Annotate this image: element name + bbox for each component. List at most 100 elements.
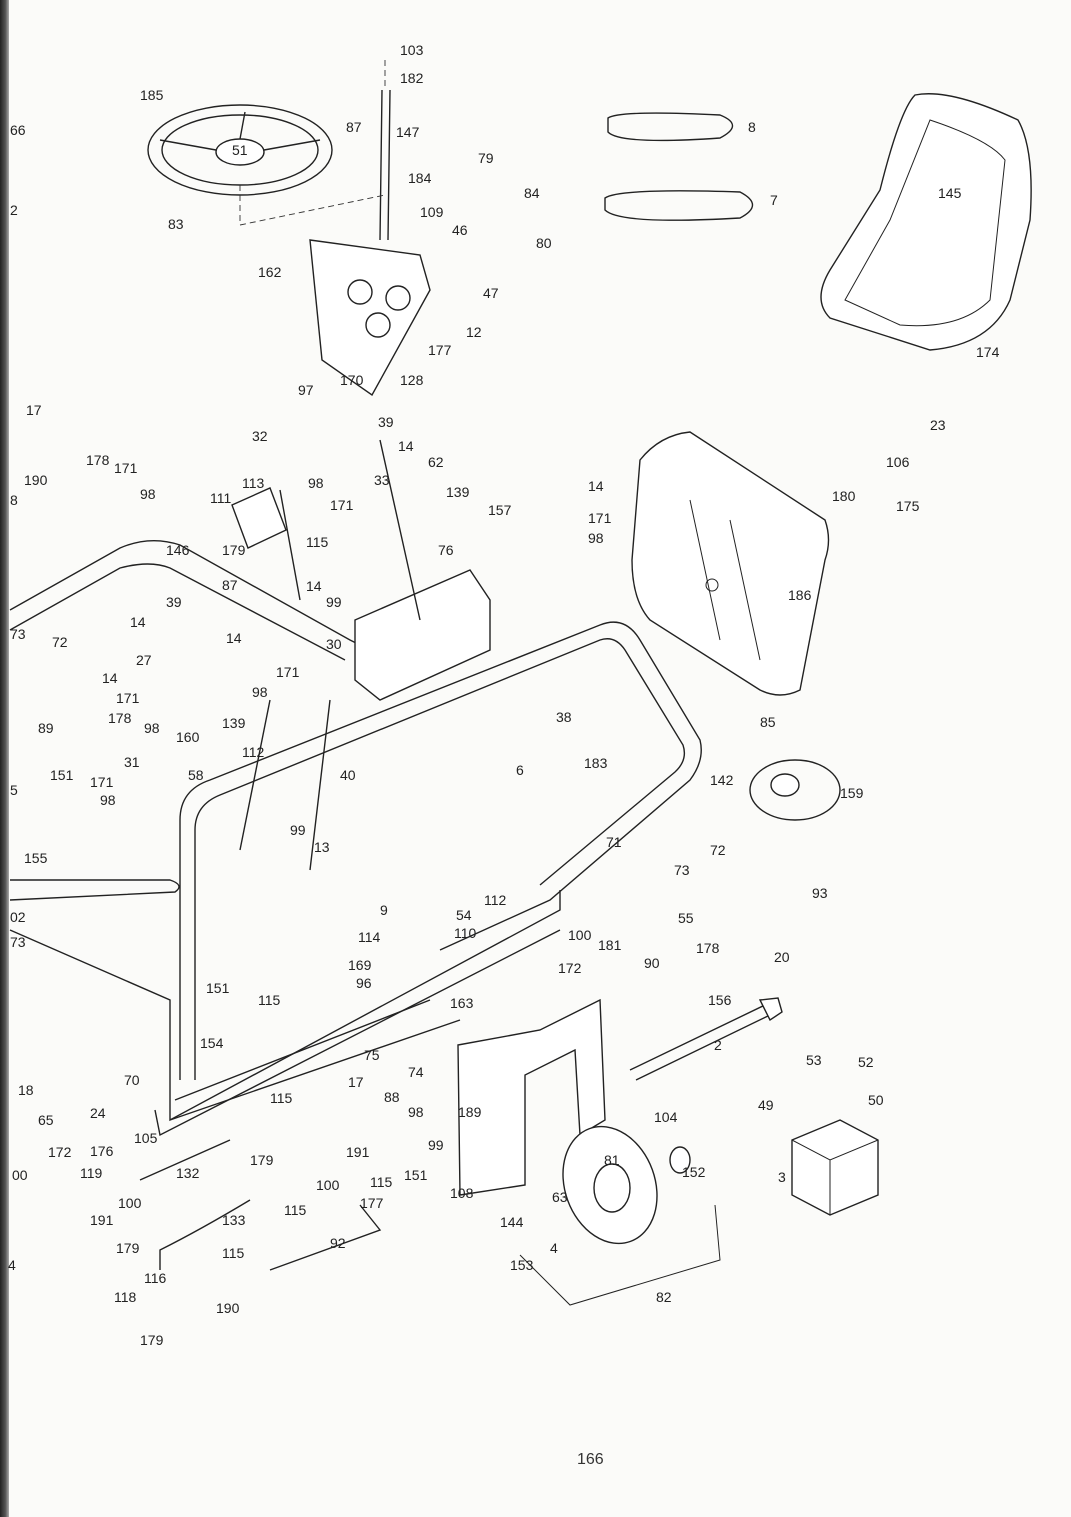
part-label-151: 151 [50, 767, 74, 783]
part-label-175: 175 [896, 498, 920, 514]
part-label-171: 171 [330, 497, 354, 513]
part-label-179: 179 [116, 1240, 140, 1256]
part-label-99: 99 [326, 594, 342, 610]
part-label-171: 171 [114, 460, 138, 476]
part-label-14: 14 [130, 614, 146, 630]
part-label-3: 3 [778, 1169, 786, 1185]
dash-panel [309, 239, 431, 397]
part-label-177: 177 [360, 1195, 384, 1211]
part-label-179: 179 [140, 1332, 164, 1348]
part-label-5: 5 [10, 782, 18, 798]
part-label-179: 179 [222, 542, 246, 558]
part-label-146: 146 [166, 542, 190, 558]
part-label-9: 9 [380, 902, 388, 918]
page-number: 166 [577, 1451, 604, 1468]
part-label-4: 4 [8, 1257, 16, 1273]
part-label-17: 17 [348, 1074, 364, 1090]
part-label-33: 33 [374, 472, 390, 488]
part-label-151: 151 [404, 1167, 428, 1183]
part-label-172: 172 [558, 960, 582, 976]
part-label-145: 145 [938, 185, 962, 201]
part-label-79: 79 [478, 150, 494, 166]
part-label-54: 54 [456, 907, 472, 923]
battery [791, 1119, 879, 1216]
part-label-169: 169 [348, 957, 372, 973]
part-label-73: 73 [10, 626, 26, 642]
part-label-49: 49 [758, 1097, 774, 1113]
part-label-157: 157 [488, 502, 512, 518]
part-label-82: 82 [656, 1289, 672, 1305]
part-label-111: 111 [210, 490, 231, 506]
part-label-51: 51 [232, 142, 248, 158]
part-label-58: 58 [188, 767, 204, 783]
part-label-88: 88 [384, 1089, 400, 1105]
part-label-154: 154 [200, 1035, 224, 1051]
part-label-191: 191 [90, 1212, 114, 1228]
part-label-132: 132 [176, 1165, 200, 1181]
part-label-83: 83 [168, 216, 184, 232]
fender [631, 431, 830, 696]
part-label-73: 73 [674, 862, 690, 878]
part-label-13: 13 [314, 839, 330, 855]
part-label-139: 139 [222, 715, 246, 731]
part-label-98: 98 [100, 792, 116, 808]
part-label-106: 106 [886, 454, 910, 470]
part-label-87: 87 [222, 577, 238, 593]
part-label-181: 181 [598, 937, 622, 953]
part-label-115: 115 [284, 1202, 307, 1218]
part-label-98: 98 [588, 530, 604, 546]
part-label-116: 116 [144, 1270, 167, 1286]
part-label-98: 98 [144, 720, 160, 736]
part-label-151: 151 [206, 980, 230, 996]
axle-rod [629, 997, 783, 1081]
part-label-128: 128 [400, 372, 424, 388]
part-label-23: 23 [930, 417, 946, 433]
part-label-178: 178 [86, 452, 110, 468]
part-label-6: 6 [516, 762, 524, 778]
part-label-99: 99 [290, 822, 306, 838]
sprocket [749, 759, 841, 821]
part-label-108: 108 [450, 1185, 474, 1201]
part-label-14: 14 [588, 478, 604, 494]
part-label-152: 152 [682, 1164, 706, 1180]
part-label-105: 105 [134, 1130, 158, 1146]
part-label-74: 74 [408, 1064, 424, 1080]
part-label-2: 2 [714, 1037, 722, 1053]
part-label-70: 70 [124, 1072, 140, 1088]
part-label-75: 75 [364, 1047, 380, 1063]
part-label-12: 12 [466, 324, 482, 340]
part-label-115: 115 [222, 1245, 245, 1261]
part-label-97: 97 [298, 382, 314, 398]
part-label-139: 139 [446, 484, 470, 500]
part-label-17: 17 [26, 402, 42, 418]
part-label-02: 02 [10, 909, 26, 925]
part-label-72: 72 [710, 842, 726, 858]
part-label-20: 20 [774, 949, 790, 965]
part-label-63: 63 [552, 1189, 568, 1205]
part-label-153: 153 [510, 1257, 534, 1273]
part-label-112: 112 [484, 892, 507, 908]
part-label-119: 119 [80, 1165, 103, 1181]
part-label-00: 00 [12, 1167, 28, 1183]
part-label-178: 178 [696, 940, 720, 956]
part-label-115: 115 [270, 1090, 293, 1106]
pedals [231, 439, 421, 871]
part-label-8: 8 [748, 119, 756, 135]
part-label-62: 62 [428, 454, 444, 470]
part-label-110: 110 [454, 925, 477, 941]
part-label-99: 99 [428, 1137, 444, 1153]
part-label-115: 115 [306, 534, 329, 550]
part-label-174: 174 [976, 344, 1000, 360]
part-label-112: 112 [242, 744, 265, 760]
part-label-98: 98 [308, 475, 324, 491]
part-label-163: 163 [450, 995, 474, 1011]
part-label-14: 14 [306, 578, 322, 594]
part-label-73: 73 [10, 934, 26, 950]
part-label-76: 76 [438, 542, 454, 558]
part-label-160: 160 [176, 729, 200, 745]
part-label-72: 72 [52, 634, 68, 650]
part-label-179: 179 [250, 1152, 274, 1168]
part-label-53: 53 [806, 1052, 822, 1068]
